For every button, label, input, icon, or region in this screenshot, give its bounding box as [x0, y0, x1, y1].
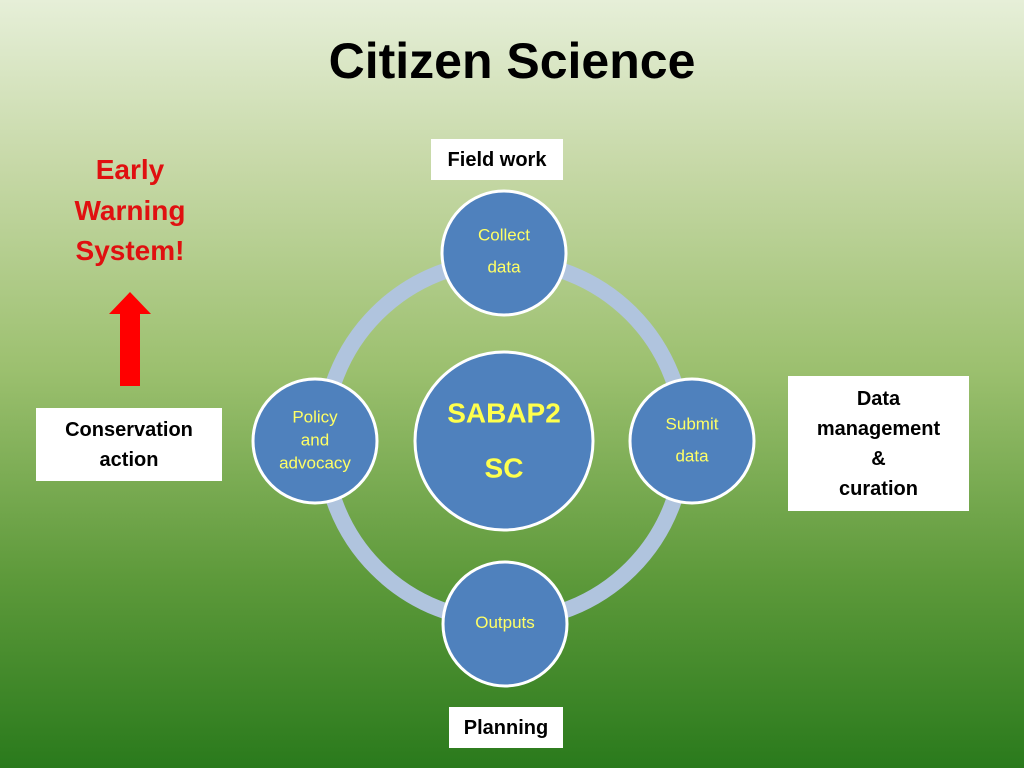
- center-node: [413, 350, 595, 532]
- collect-data-node: [440, 189, 568, 317]
- field-work-text: Field work: [447, 148, 547, 171]
- up-arrow-icon: [109, 292, 151, 386]
- policy-label: Policy and advocacy: [279, 407, 351, 473]
- planning-text: Planning: [463, 716, 549, 739]
- policy-node: [251, 377, 379, 505]
- center-node-label: SABAP2 SC: [447, 397, 561, 483]
- data-management-text: Data management & curation: [816, 387, 941, 500]
- planning-label: Planning: [449, 707, 563, 748]
- field-work-label: Field work: [431, 139, 563, 180]
- conservation-action-text: Conservation action: [65, 418, 193, 471]
- submit-data-node: [628, 377, 756, 505]
- submit-data-label: Submit data: [665, 414, 719, 466]
- early-warning-text: Early Warning System!: [74, 154, 186, 267]
- arrow-shape: [109, 292, 151, 386]
- collect-data-label: Collect data: [478, 225, 530, 277]
- slide-title: Citizen Science: [328, 33, 696, 89]
- conservation-action-label: Conservation action: [36, 408, 222, 481]
- outputs-label: Outputs: [475, 613, 535, 632]
- data-management-label: Data management & curation: [788, 376, 969, 511]
- outputs-node: [441, 560, 569, 688]
